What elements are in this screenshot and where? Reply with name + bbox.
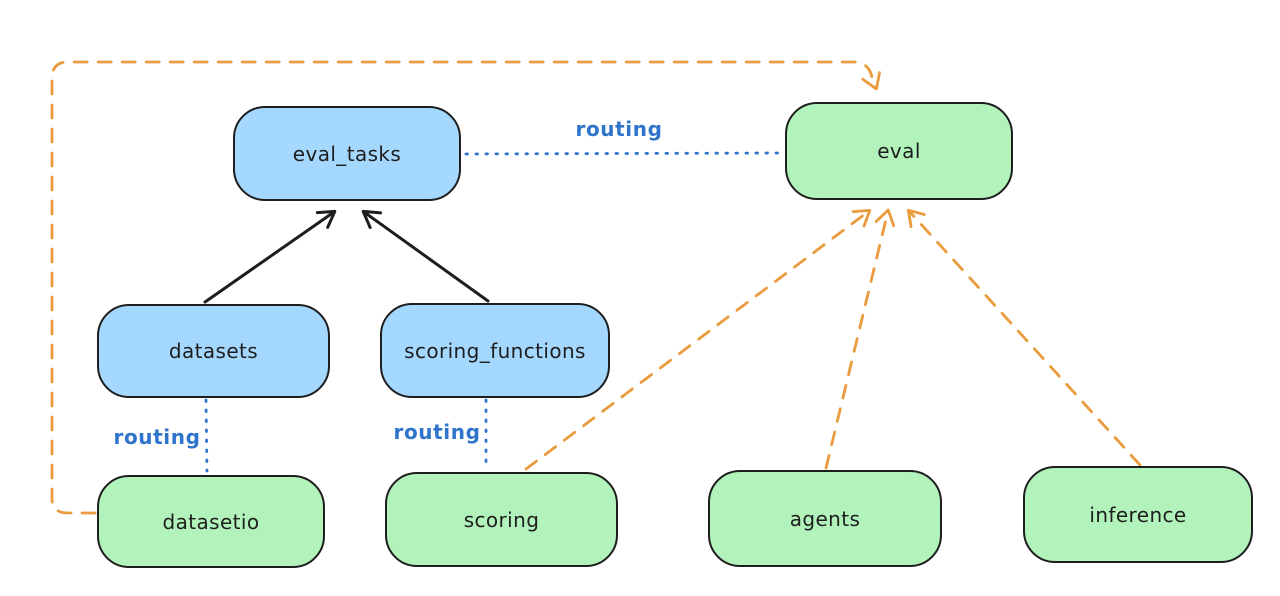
node-scoring: scoring xyxy=(385,472,618,567)
node-datasetio: datasetio xyxy=(97,475,325,568)
routing-label-scoring_functions-scoring: routing xyxy=(393,420,481,444)
node-datasetio-label: datasetio xyxy=(162,509,260,534)
edge-scoring_functions-to-eval_tasks xyxy=(361,209,490,303)
edge-agents-to-eval xyxy=(824,208,896,470)
node-datasets-label: datasets xyxy=(168,339,259,363)
edge-datasets-to-eval_tasks xyxy=(203,209,337,304)
node-eval_tasks-label: eval_tasks xyxy=(292,141,402,166)
edge-eval_tasks-to-eval-routing xyxy=(464,151,784,156)
node-inference: inference xyxy=(1023,466,1253,563)
node-agents: agents xyxy=(708,470,942,567)
node-scoring_functions: scoring_functions xyxy=(380,303,610,398)
node-datasets: datasets xyxy=(97,304,330,398)
edge-datasets-to-datasetio-routing xyxy=(204,398,209,473)
node-eval_tasks: eval_tasks xyxy=(233,106,461,201)
routing-label-eval_tasks-eval: routing xyxy=(575,117,663,141)
node-eval: eval xyxy=(785,102,1013,200)
edge-inference-to-eval xyxy=(906,208,1142,467)
node-agents-label: agents xyxy=(789,506,861,531)
node-eval-label: eval xyxy=(877,139,921,163)
node-scoring-label: scoring xyxy=(463,507,540,532)
routing-label-datasets-datasetio: routing xyxy=(113,425,201,449)
node-inference-label: inference xyxy=(1089,502,1187,527)
node-scoring_functions-label: scoring_functions xyxy=(404,338,586,363)
